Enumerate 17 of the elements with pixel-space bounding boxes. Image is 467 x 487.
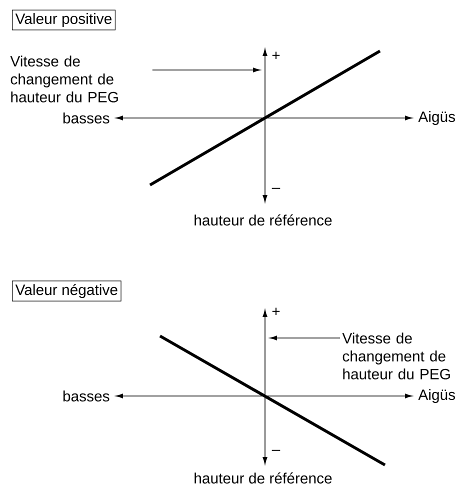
title-box: Valeur négative — [12, 280, 122, 302]
axis-label: basses — [63, 112, 110, 124]
sign-label: – — [272, 450, 280, 451]
leader-arrow — [270, 336, 340, 340]
axis-label: Aigüs — [418, 111, 456, 125]
axis-label: Aigüs — [418, 389, 456, 403]
axis-label: basses — [63, 390, 110, 402]
sign-label: + — [272, 308, 280, 315]
horizontal-axis — [116, 116, 412, 120]
leader-arrow — [152, 68, 260, 72]
axis-label: hauteur de référence — [194, 214, 332, 226]
sign-label: – — [272, 188, 280, 189]
horizontal-axis — [116, 394, 412, 398]
title-box: Valeur positive — [12, 10, 116, 30]
axis-label: hauteur de référence — [194, 472, 332, 484]
sign-label: + — [272, 52, 280, 59]
caption-text: Vitesse de changement de hauteur du PEG — [342, 332, 450, 380]
